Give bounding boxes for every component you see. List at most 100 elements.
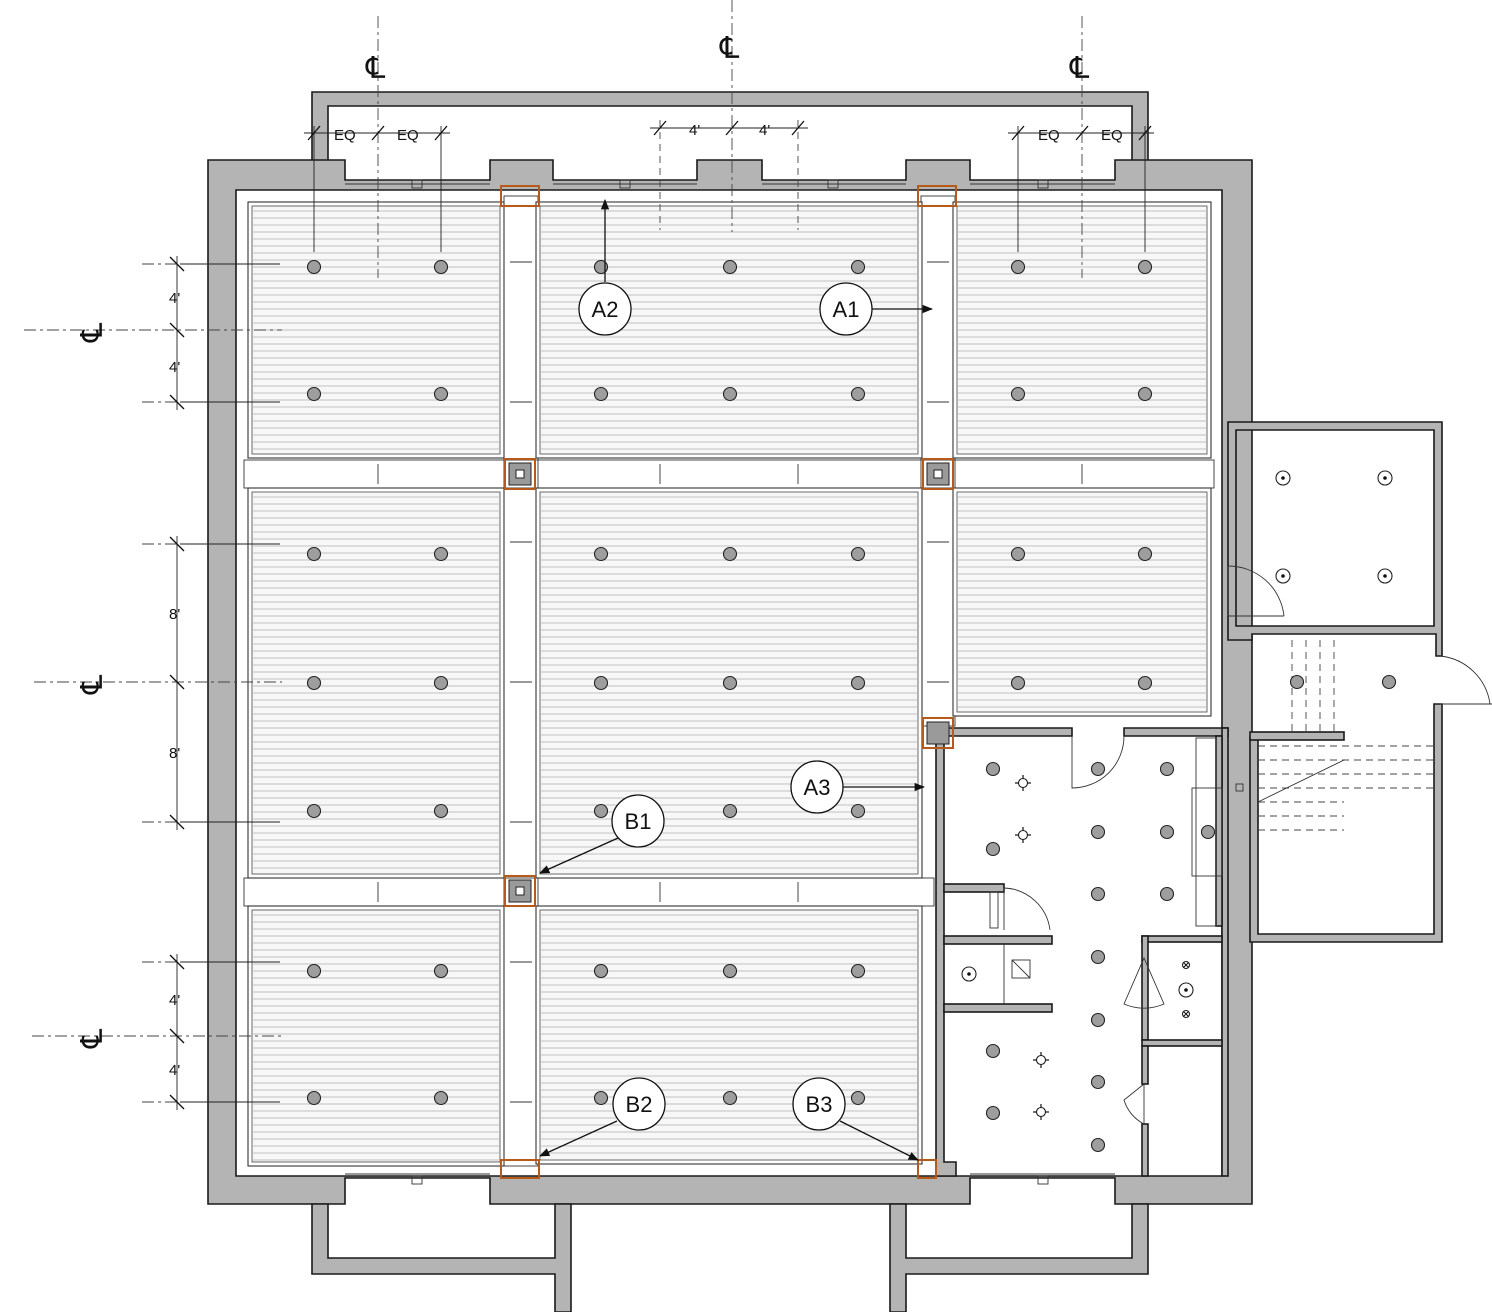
ceiling-panel (247, 201, 505, 459)
tag-b1[interactable]: B1 (611, 794, 665, 848)
tag-b3-label: B3 (806, 1092, 833, 1117)
downlight-icon (306, 963, 322, 979)
downlight-icon (306, 386, 322, 402)
column-b2 (500, 1159, 540, 1179)
tag-a2[interactable]: A2 (578, 282, 632, 336)
downlight-icon (1090, 1137, 1106, 1153)
stair-vestibule (1227, 421, 1492, 943)
downlight-icon (593, 963, 609, 979)
centerline-symbol-left-top: ℄ (76, 322, 109, 343)
downlight-icon (433, 675, 449, 691)
downlight-icon (306, 1090, 322, 1106)
tag-b1-label: B1 (625, 809, 652, 834)
downlight-icon (722, 546, 738, 562)
recessed-light-icon (961, 966, 977, 982)
downlight-icon (850, 803, 866, 819)
detail-tags: A2 A1 A3 B1 B2 B3 (539, 198, 934, 1161)
downlight-icon (433, 803, 449, 819)
dim-left-5: 4' (169, 992, 180, 1009)
downlight-icon (593, 1090, 609, 1106)
column-a2 (500, 185, 540, 207)
downlight-icon (433, 386, 449, 402)
service-rooms (935, 727, 1244, 1177)
downlight-icon (850, 1090, 866, 1106)
centerline-symbol-top-center: ℄ (719, 32, 740, 65)
downlight-icon (850, 259, 866, 275)
downlight-icon (850, 675, 866, 691)
tag-a1[interactable]: A1 (819, 282, 873, 336)
centerline-symbol-left-bottom: ℄ (76, 1028, 109, 1049)
smoke-detector-icon (1181, 1009, 1191, 1019)
tag-a2-label: A2 (592, 297, 619, 322)
downlight-icon (1137, 386, 1153, 402)
downlight-icon (306, 546, 322, 562)
dim-top-3: 4' (689, 122, 700, 139)
tag-b3[interactable]: B3 (792, 1077, 846, 1131)
dim-left-6: 4' (169, 1062, 180, 1079)
column-b1-top (504, 458, 536, 490)
downlight-icon (722, 803, 738, 819)
dim-left-2: 4' (169, 359, 180, 376)
downlight-icon (1137, 675, 1153, 691)
centerline-symbol-left-middle: ℄ (76, 674, 109, 695)
downlight-icon (1289, 674, 1305, 690)
dim-left-1: 4' (169, 290, 180, 307)
dimension-lines (24, 0, 1154, 1110)
dim-top-6: EQ (1101, 127, 1123, 144)
tag-a1-label: A1 (833, 297, 860, 322)
sprinkler-icon (1033, 1052, 1049, 1068)
downlight-icon (1159, 824, 1175, 840)
downlight-icon (593, 803, 609, 819)
sprinkler-icon (1015, 827, 1031, 843)
downlight-icon (1090, 949, 1106, 965)
downlight-icon (1200, 824, 1216, 840)
recessed-light-icon (1275, 568, 1291, 584)
column-b1 (504, 875, 536, 907)
downlight-icon (1010, 259, 1026, 275)
downlight-icon (1090, 1012, 1106, 1028)
ceiling-panel (952, 201, 1212, 459)
column-a3 (922, 717, 954, 749)
dimension-labels: EQ EQ 4' 4' EQ EQ 4' 4' 8' 8' 4' 4' (169, 122, 1123, 1079)
downlight-icon (985, 1105, 1001, 1121)
sprinkler-icon (1033, 1104, 1049, 1120)
ceiling-panel (952, 487, 1212, 717)
dim-left-3: 8' (169, 606, 180, 623)
downlight-icon (1159, 761, 1175, 777)
downlight-icon (433, 1090, 449, 1106)
centerline-symbol-top-left: ℄ (365, 52, 386, 85)
downlight-icon (1090, 824, 1106, 840)
downlight-icon (722, 386, 738, 402)
centerline-symbol-top-right: ℄ (1069, 52, 1090, 85)
tag-a3[interactable]: A3 (790, 760, 844, 814)
downlight-icon (850, 386, 866, 402)
downlight-icon (1010, 546, 1026, 562)
smoke-detector-icon (1181, 960, 1191, 970)
downlight-icon (593, 386, 609, 402)
centerline-markers: ℄ ℄ ℄ ℄ ℄ ℄ (76, 32, 1090, 1049)
downlight-icon (1137, 259, 1153, 275)
downlight-icon (985, 761, 1001, 777)
downlight-icon (1090, 1074, 1106, 1090)
recessed-light-icon (1178, 982, 1194, 998)
exterior-walls (207, 91, 1253, 1312)
downlight-icon (306, 259, 322, 275)
downlight-icon (722, 259, 738, 275)
downlight-icon (985, 841, 1001, 857)
downlight-icon (306, 803, 322, 819)
ceiling-panel (247, 487, 505, 879)
downlight-icon (433, 259, 449, 275)
column-b3 (917, 1159, 937, 1179)
tag-b2[interactable]: B2 (612, 1077, 666, 1131)
tag-a3-label: A3 (804, 775, 831, 800)
downlight-icon (306, 675, 322, 691)
sprinkler-icon (1015, 775, 1031, 791)
downlight-icon (593, 259, 609, 275)
dim-top-4: 4' (759, 122, 770, 139)
downlight-icon (1381, 674, 1397, 690)
light-fixtures (306, 259, 1397, 1153)
downlight-icon (722, 675, 738, 691)
downlight-icon (850, 963, 866, 979)
dim-top-2: EQ (397, 127, 419, 144)
